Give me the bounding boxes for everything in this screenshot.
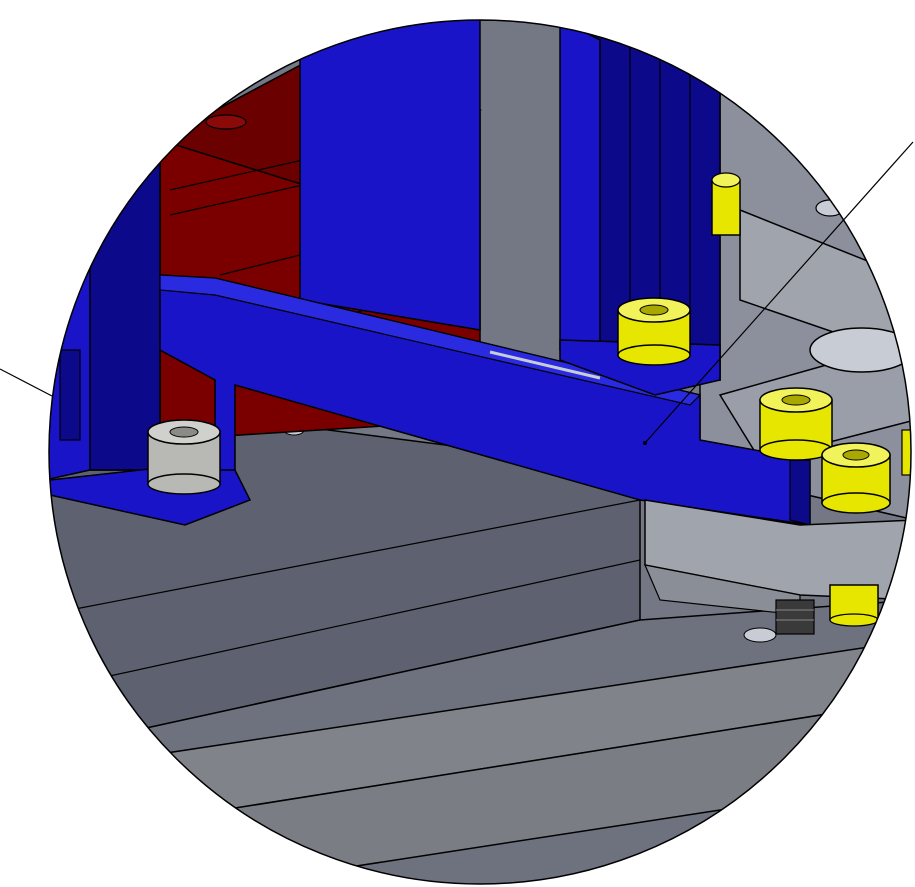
blue-bracket-top: [159, 274, 702, 406]
thread-stud: [775, 599, 815, 635]
screw-grey-left: [147, 419, 221, 495]
leader-line-left: [0, 368, 53, 397]
leader-line-right: [644, 141, 914, 444]
screw-yellow-lower: [829, 584, 879, 627]
right-hole: [809, 327, 911, 373]
red-hole: [205, 114, 247, 130]
base-edge-2: [69, 499, 641, 611]
screw-yellow-right-1: [759, 387, 833, 461]
blue-left-wall-side: [89, 149, 161, 471]
screw-yellow-top: [711, 172, 741, 236]
screw-yellow-right-2: [821, 442, 891, 514]
right-block-top: [739, 208, 911, 362]
blue-bracket-end: [789, 459, 811, 526]
blue-gap-highlight: [489, 350, 601, 380]
screw-yellow-right-3: [901, 429, 911, 476]
screw-yellow-center: [617, 297, 691, 366]
detail-circle-outline: [48, 19, 912, 885]
small-hole-3: [743, 627, 777, 643]
leader-point-right: [643, 441, 647, 445]
blue-left-slot: [59, 349, 81, 441]
